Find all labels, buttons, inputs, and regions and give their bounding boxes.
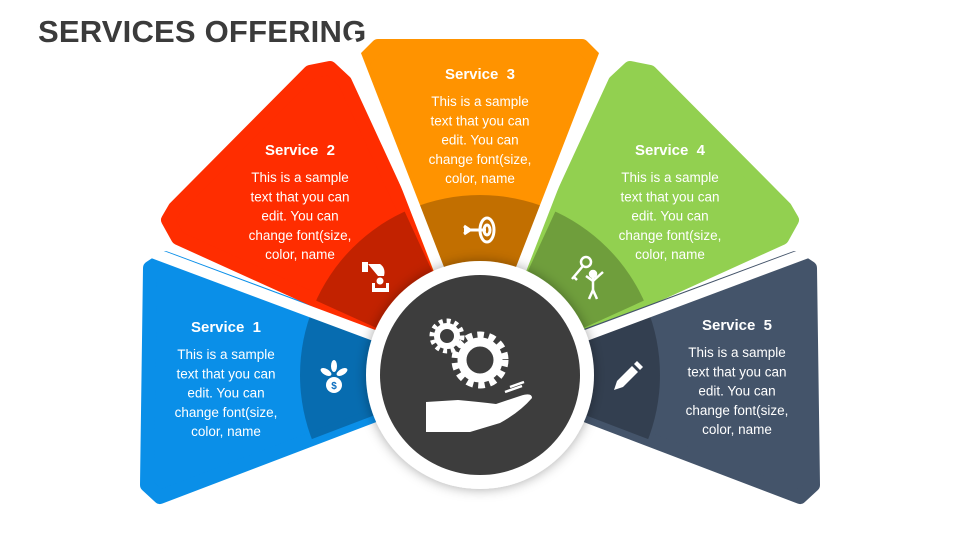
service-4-description-line: This is a sample — [621, 170, 719, 185]
service-2-description-line: edit. You can — [261, 209, 338, 224]
service-5-description-line: change font(size, — [686, 403, 789, 418]
service-4-title: Service 4 — [635, 142, 706, 159]
service-2-description-line: color, name — [265, 247, 335, 262]
service-4-description-line: text that you can — [620, 189, 719, 204]
service-5-description-line: text that you can — [687, 364, 786, 379]
pencil-icon — [614, 361, 643, 390]
service-2-description-line: This is a sample — [251, 170, 349, 185]
service-1-description-line: change font(size, — [175, 405, 278, 420]
service-3-description-line: This is a sample — [431, 94, 529, 109]
service-5-title: Service 5 — [702, 317, 772, 334]
service-5-description-line: color, name — [702, 422, 772, 437]
slide-title: SERVICES OFFERING — [38, 14, 367, 49]
service-1-title: Service 1 — [191, 319, 261, 336]
service-1-description-line: edit. You can — [187, 386, 264, 401]
service-4-description-line: edit. You can — [631, 209, 708, 224]
service-3-description-line: text that you can — [430, 113, 529, 128]
target-arrow-icon — [463, 216, 496, 244]
service-3-title: Service 3 — [445, 66, 515, 83]
service-3-description-line: edit. You can — [441, 133, 518, 148]
service-3-description-line: color, name — [445, 171, 515, 186]
service-2-title: Service 2 — [265, 142, 335, 159]
service-1-description-line: text that you can — [176, 366, 275, 381]
service-4-description-line: change font(size, — [619, 228, 722, 243]
svg-text:$: $ — [331, 381, 337, 392]
service-5-description-line: This is a sample — [688, 345, 786, 360]
service-2-description-line: change font(size, — [249, 228, 352, 243]
service-2-description-line: text that you can — [250, 189, 349, 204]
gears-in-hand-icon — [426, 318, 532, 432]
service-1-description-line: color, name — [191, 424, 261, 439]
service-1-description-line: This is a sample — [177, 347, 275, 362]
service-5-description-line: edit. You can — [698, 384, 775, 399]
service-4-description-line: color, name — [635, 247, 705, 262]
service-3-description-line: change font(size, — [429, 152, 532, 167]
money-plant-icon: $ — [320, 360, 348, 393]
person-key-icon — [571, 255, 604, 300]
hand-coin-icon — [362, 262, 389, 292]
